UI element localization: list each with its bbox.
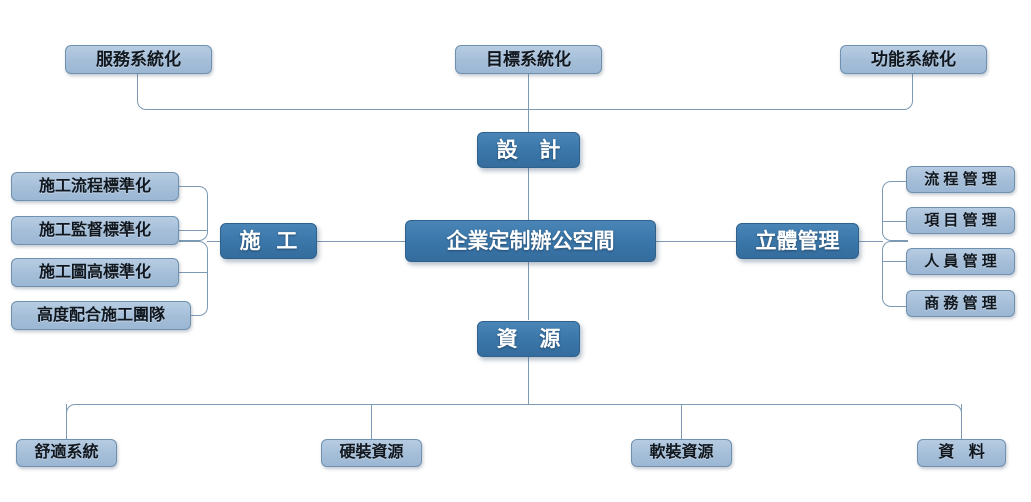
connector-design-to-center	[528, 168, 529, 220]
node-branch-resources[interactable]: 資 源	[477, 321, 580, 357]
node-resources-child-3[interactable]: 軟裝資源	[631, 439, 732, 467]
connector-right-arm-3	[882, 261, 908, 262]
node-label: 軟裝資源	[649, 444, 714, 461]
connector-left-spine-to-construction	[207, 241, 220, 242]
node-label: 高度配合施工團隊	[36, 306, 165, 324]
node-label: 舒適系統	[34, 444, 99, 461]
node-management-child-4[interactable]: 商 務 管 理	[906, 290, 1015, 317]
node-construction-child-2[interactable]: 施工監督標準化	[11, 216, 179, 245]
connector-top-bus	[137, 73, 913, 110]
node-resources-child-2[interactable]: 硬裝資源	[321, 439, 422, 467]
connector-left-arm-3	[179, 272, 208, 273]
node-design-child-3[interactable]: 功能系統化	[840, 45, 987, 74]
node-label: 硬裝資源	[339, 444, 404, 461]
node-design-child-1[interactable]: 服務系統化	[65, 45, 212, 74]
node-design-child-2[interactable]: 目標系統化	[455, 45, 602, 74]
connector-left-bracket-lower	[179, 241, 208, 316]
node-management-child-2[interactable]: 項 目 管 理	[906, 207, 1015, 234]
connector-center-to-resources	[528, 262, 529, 320]
node-branch-construction[interactable]: 施 工	[220, 223, 317, 259]
connector-management-to-spine	[859, 241, 883, 242]
node-resources-child-4[interactable]: 資 料	[917, 439, 1006, 467]
node-branch-management[interactable]: 立體管理	[736, 223, 859, 259]
connector-bottom-stem-4	[961, 404, 962, 439]
node-construction-child-4[interactable]: 高度配合施工團隊	[11, 301, 191, 330]
node-resources-child-1[interactable]: 舒適系統	[16, 439, 117, 467]
node-management-child-3[interactable]: 人 員 管 理	[906, 248, 1015, 275]
node-label: 功能系統化	[871, 50, 956, 69]
connector-bottom-stem-1	[66, 404, 67, 439]
connector-center-to-management	[656, 241, 736, 242]
node-label: 商 務 管 理	[924, 295, 997, 312]
node-label: 設 計	[496, 138, 569, 162]
node-label: 立體管理	[755, 229, 840, 253]
connector-right-arm-2	[882, 221, 908, 222]
connector-bottom-stem-3	[681, 404, 682, 439]
connector-bottom-stem-2	[371, 404, 372, 439]
connector-left-arm-2	[179, 230, 208, 231]
node-label: 企業定制辦公空間	[446, 229, 615, 253]
connector-right-bracket-lower	[882, 241, 908, 307]
node-label: 人 員 管 理	[924, 253, 997, 270]
node-branch-design[interactable]: 設 計	[477, 132, 580, 168]
connector-top-center-stem	[528, 73, 529, 110]
node-label: 資 源	[496, 327, 569, 351]
connector-bottom-bus	[66, 404, 962, 439]
connector-left-bracket-upper	[179, 186, 208, 241]
connector-construction-to-center	[317, 241, 405, 242]
connector-resources-to-bus	[528, 357, 529, 404]
node-label: 施工監督標準化	[38, 221, 151, 239]
node-label: 資 料	[938, 444, 990, 461]
node-label: 施 工	[239, 229, 303, 253]
connector-right-bracket-upper	[882, 181, 908, 241]
node-construction-child-3[interactable]: 施工圖高標準化	[11, 258, 179, 287]
node-label: 服務系統化	[96, 50, 181, 69]
node-management-child-1[interactable]: 流 程 管 理	[906, 166, 1015, 193]
node-label: 施工圖高標準化	[38, 263, 151, 281]
node-label: 項 目 管 理	[924, 212, 997, 229]
node-label: 施工流程標準化	[38, 177, 151, 195]
node-label: 目標系統化	[486, 50, 571, 69]
node-label: 流 程 管 理	[924, 171, 997, 188]
connector-top-bus-to-design	[528, 109, 529, 132]
node-center[interactable]: 企業定制辦公空間	[405, 220, 656, 262]
node-construction-child-1[interactable]: 施工流程標準化	[11, 172, 179, 201]
